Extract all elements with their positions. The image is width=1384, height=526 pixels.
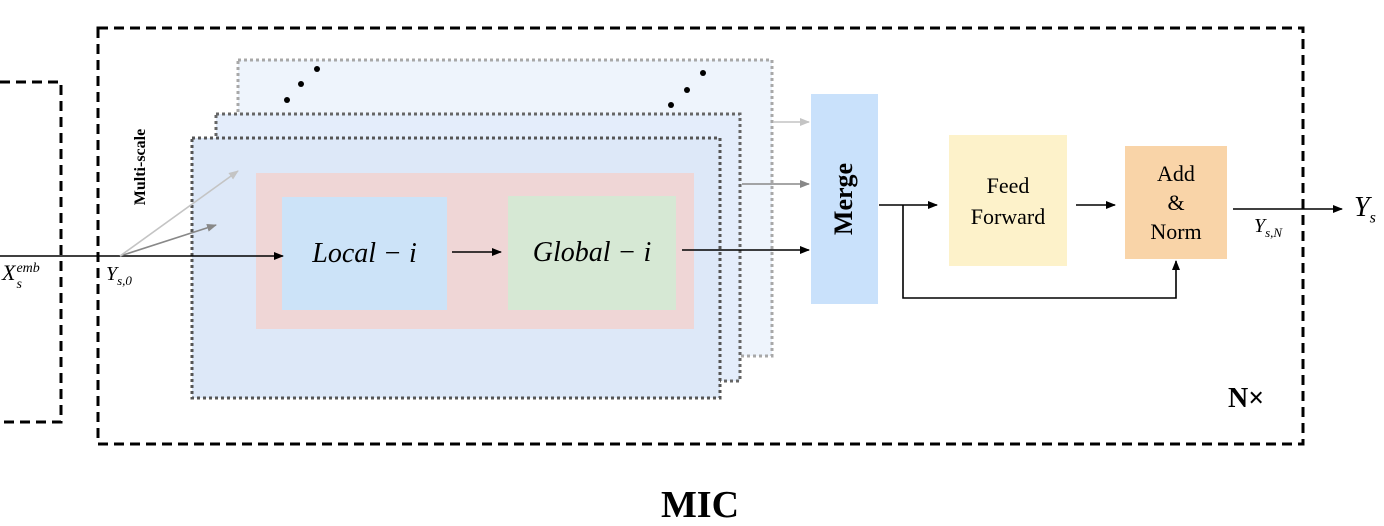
diagram-caption: MIC bbox=[660, 484, 740, 526]
output-label: Ys bbox=[1354, 192, 1376, 227]
ellipsis-dots-right bbox=[668, 70, 706, 108]
multiscale-label: Multi-scale bbox=[132, 128, 149, 206]
local-label: Local − i bbox=[312, 237, 417, 269]
ellipsis-dots-left bbox=[284, 66, 320, 103]
merge-label: Merge bbox=[829, 162, 858, 236]
residual-connection-arrow bbox=[902, 205, 1180, 299]
branch-arrow-middle bbox=[119, 223, 217, 257]
addnorm-label: Add & Norm bbox=[1150, 161, 1202, 244]
y0-label: Ys,0 bbox=[106, 263, 132, 288]
addnorm-box bbox=[1125, 146, 1227, 259]
local-box bbox=[282, 197, 447, 310]
merge-box bbox=[811, 94, 878, 304]
feedforward-label: Feed Forward bbox=[970, 172, 1046, 229]
feedforward-box bbox=[949, 135, 1067, 266]
embedding-block-outline bbox=[0, 80, 63, 424]
repeat-label: N× bbox=[1228, 383, 1265, 414]
global-box bbox=[508, 196, 676, 310]
yN-label: Ys,N bbox=[1254, 215, 1283, 240]
branch-arrow-back bbox=[119, 170, 239, 257]
mic-outer-box bbox=[96, 26, 1305, 446]
global-label: Global − i bbox=[532, 237, 652, 268]
